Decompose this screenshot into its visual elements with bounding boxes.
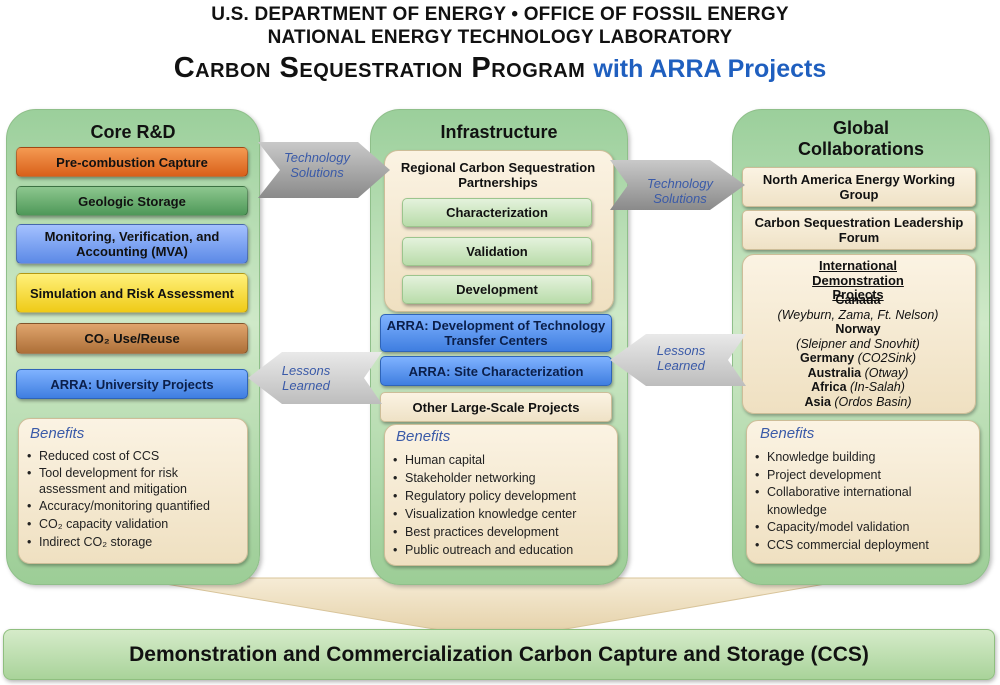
benefit-item: Capacity/model validation: [754, 519, 972, 537]
detail-germany: (CO2Sink): [857, 351, 917, 365]
co2-use-reuse: CO₂ Use/Reuse: [16, 323, 248, 354]
benefit-item: Project development: [754, 467, 972, 485]
benefit-item: Accuracy/monitoring quantified: [26, 497, 242, 515]
benefit-item: Indirect CO₂ storage: [26, 533, 242, 551]
benefit-item: CO₂ capacity validation: [26, 515, 242, 533]
page-title: Carbon Sequestration Program with ARRA P…: [0, 52, 1000, 85]
detail-norway: (Sleipner and Snovhit): [796, 336, 920, 351]
country-africa: Africa: [811, 380, 847, 394]
intl-projects: Canada (Weyburn, Zama, Ft. Nelson) Norwa…: [746, 293, 970, 409]
tech-solutions-arrow-1: [258, 142, 390, 198]
core-rd-title: Core R&D: [90, 122, 176, 142]
naewg: North America Energy Working Group: [742, 167, 976, 207]
benefit-item: Regulatory policy development: [392, 487, 614, 505]
geologic-storage: Geologic Storage: [16, 186, 248, 216]
country-canada: Canada: [835, 293, 881, 307]
tech-solutions-arrow-2: [610, 160, 745, 210]
phase-development: Development: [402, 275, 592, 304]
lessons-learned-arrow-2: [610, 334, 746, 386]
country-australia: Australia: [807, 365, 862, 380]
intl-demo-title: International Demonstration Projects: [746, 258, 970, 303]
simulation-risk: Simulation and Risk Assessment: [16, 273, 248, 313]
tech-solutions-label-1: Technology Solutions: [283, 150, 350, 180]
infra-benefits-title: Benefits: [396, 428, 451, 445]
tech-solutions-label-2: Technology Solutions: [646, 176, 713, 206]
lessons-learned-label-2: Lessons Learned: [656, 343, 706, 373]
country-germany: Germany: [799, 351, 855, 365]
global-title: Global Collaborations: [797, 118, 924, 159]
lessons-learned-label-1: Lessons Learned: [281, 363, 331, 393]
benefit-item: Reduced cost of CCS: [26, 447, 242, 465]
arra-tech-transfer: ARRA: Development of Technology Transfer…: [380, 314, 612, 352]
phase-validation: Validation: [402, 237, 592, 266]
header-lab: NATIONAL ENERGY TECHNOLOGY LABORATORY: [267, 27, 733, 48]
other-large-scale: Other Large-Scale Projects: [380, 392, 612, 422]
phase-characterization: Characterization: [402, 198, 592, 227]
lessons-learned-arrow-1: [248, 352, 382, 404]
country-norway: Norway: [835, 322, 881, 336]
title-main: Carbon Sequestration Program: [173, 52, 586, 84]
global-benefits-list: Knowledge building Project development C…: [754, 449, 972, 554]
cslf: Carbon Sequestration Leadership Forum: [742, 210, 976, 250]
arra-site-characterization: ARRA: Site Characterization: [380, 356, 612, 386]
benefit-item: Human capital: [392, 451, 614, 469]
detail-africa: (In-Salah): [850, 380, 905, 394]
detail-australia: (Otway): [864, 365, 909, 380]
benefit-item: Public outreach and education: [392, 541, 614, 559]
intl-demo-title-text: International Demonstration Projects: [812, 258, 904, 302]
detail-canada: (Weyburn, Zama, Ft. Nelson): [777, 307, 939, 322]
pre-combustion-capture: Pre-combustion Capture: [16, 147, 248, 177]
core-benefits-title: Benefits: [30, 425, 85, 442]
benefit-item: CCS commercial deployment: [754, 537, 972, 555]
ccs-bottom-bar: Demonstration and Commercialization Carb…: [3, 629, 995, 680]
core-benefits-list: Reduced cost of CCS Tool development for…: [26, 447, 242, 551]
header-agency: U.S. DEPARTMENT OF ENERGY • OFFICE OF FO…: [211, 4, 789, 25]
infra-benefits-list: Human capital Stakeholder networking Reg…: [392, 451, 614, 559]
benefit-item: Stakeholder networking: [392, 469, 614, 487]
arra-university-projects: ARRA: University Projects: [16, 369, 248, 399]
title-arra: with ARRA Projects: [593, 55, 827, 83]
global-benefits-title: Benefits: [760, 425, 815, 442]
benefit-item: Knowledge building: [754, 449, 972, 467]
benefit-item: Best practices development: [392, 523, 614, 541]
benefit-item: Visualization knowledge center: [392, 505, 614, 523]
infrastructure-title: Infrastructure: [440, 122, 558, 142]
mva: Monitoring, Verification, and Accounting…: [16, 224, 248, 264]
rcsp-title: Regional Carbon Sequestration Partnershi…: [400, 160, 596, 190]
benefit-item: Tool development for risk assessment and…: [26, 465, 242, 497]
country-asia: Asia: [804, 394, 831, 409]
detail-asia: (Ordos Basin): [834, 394, 912, 409]
benefit-item: Collaborative international knowledge: [754, 484, 972, 519]
